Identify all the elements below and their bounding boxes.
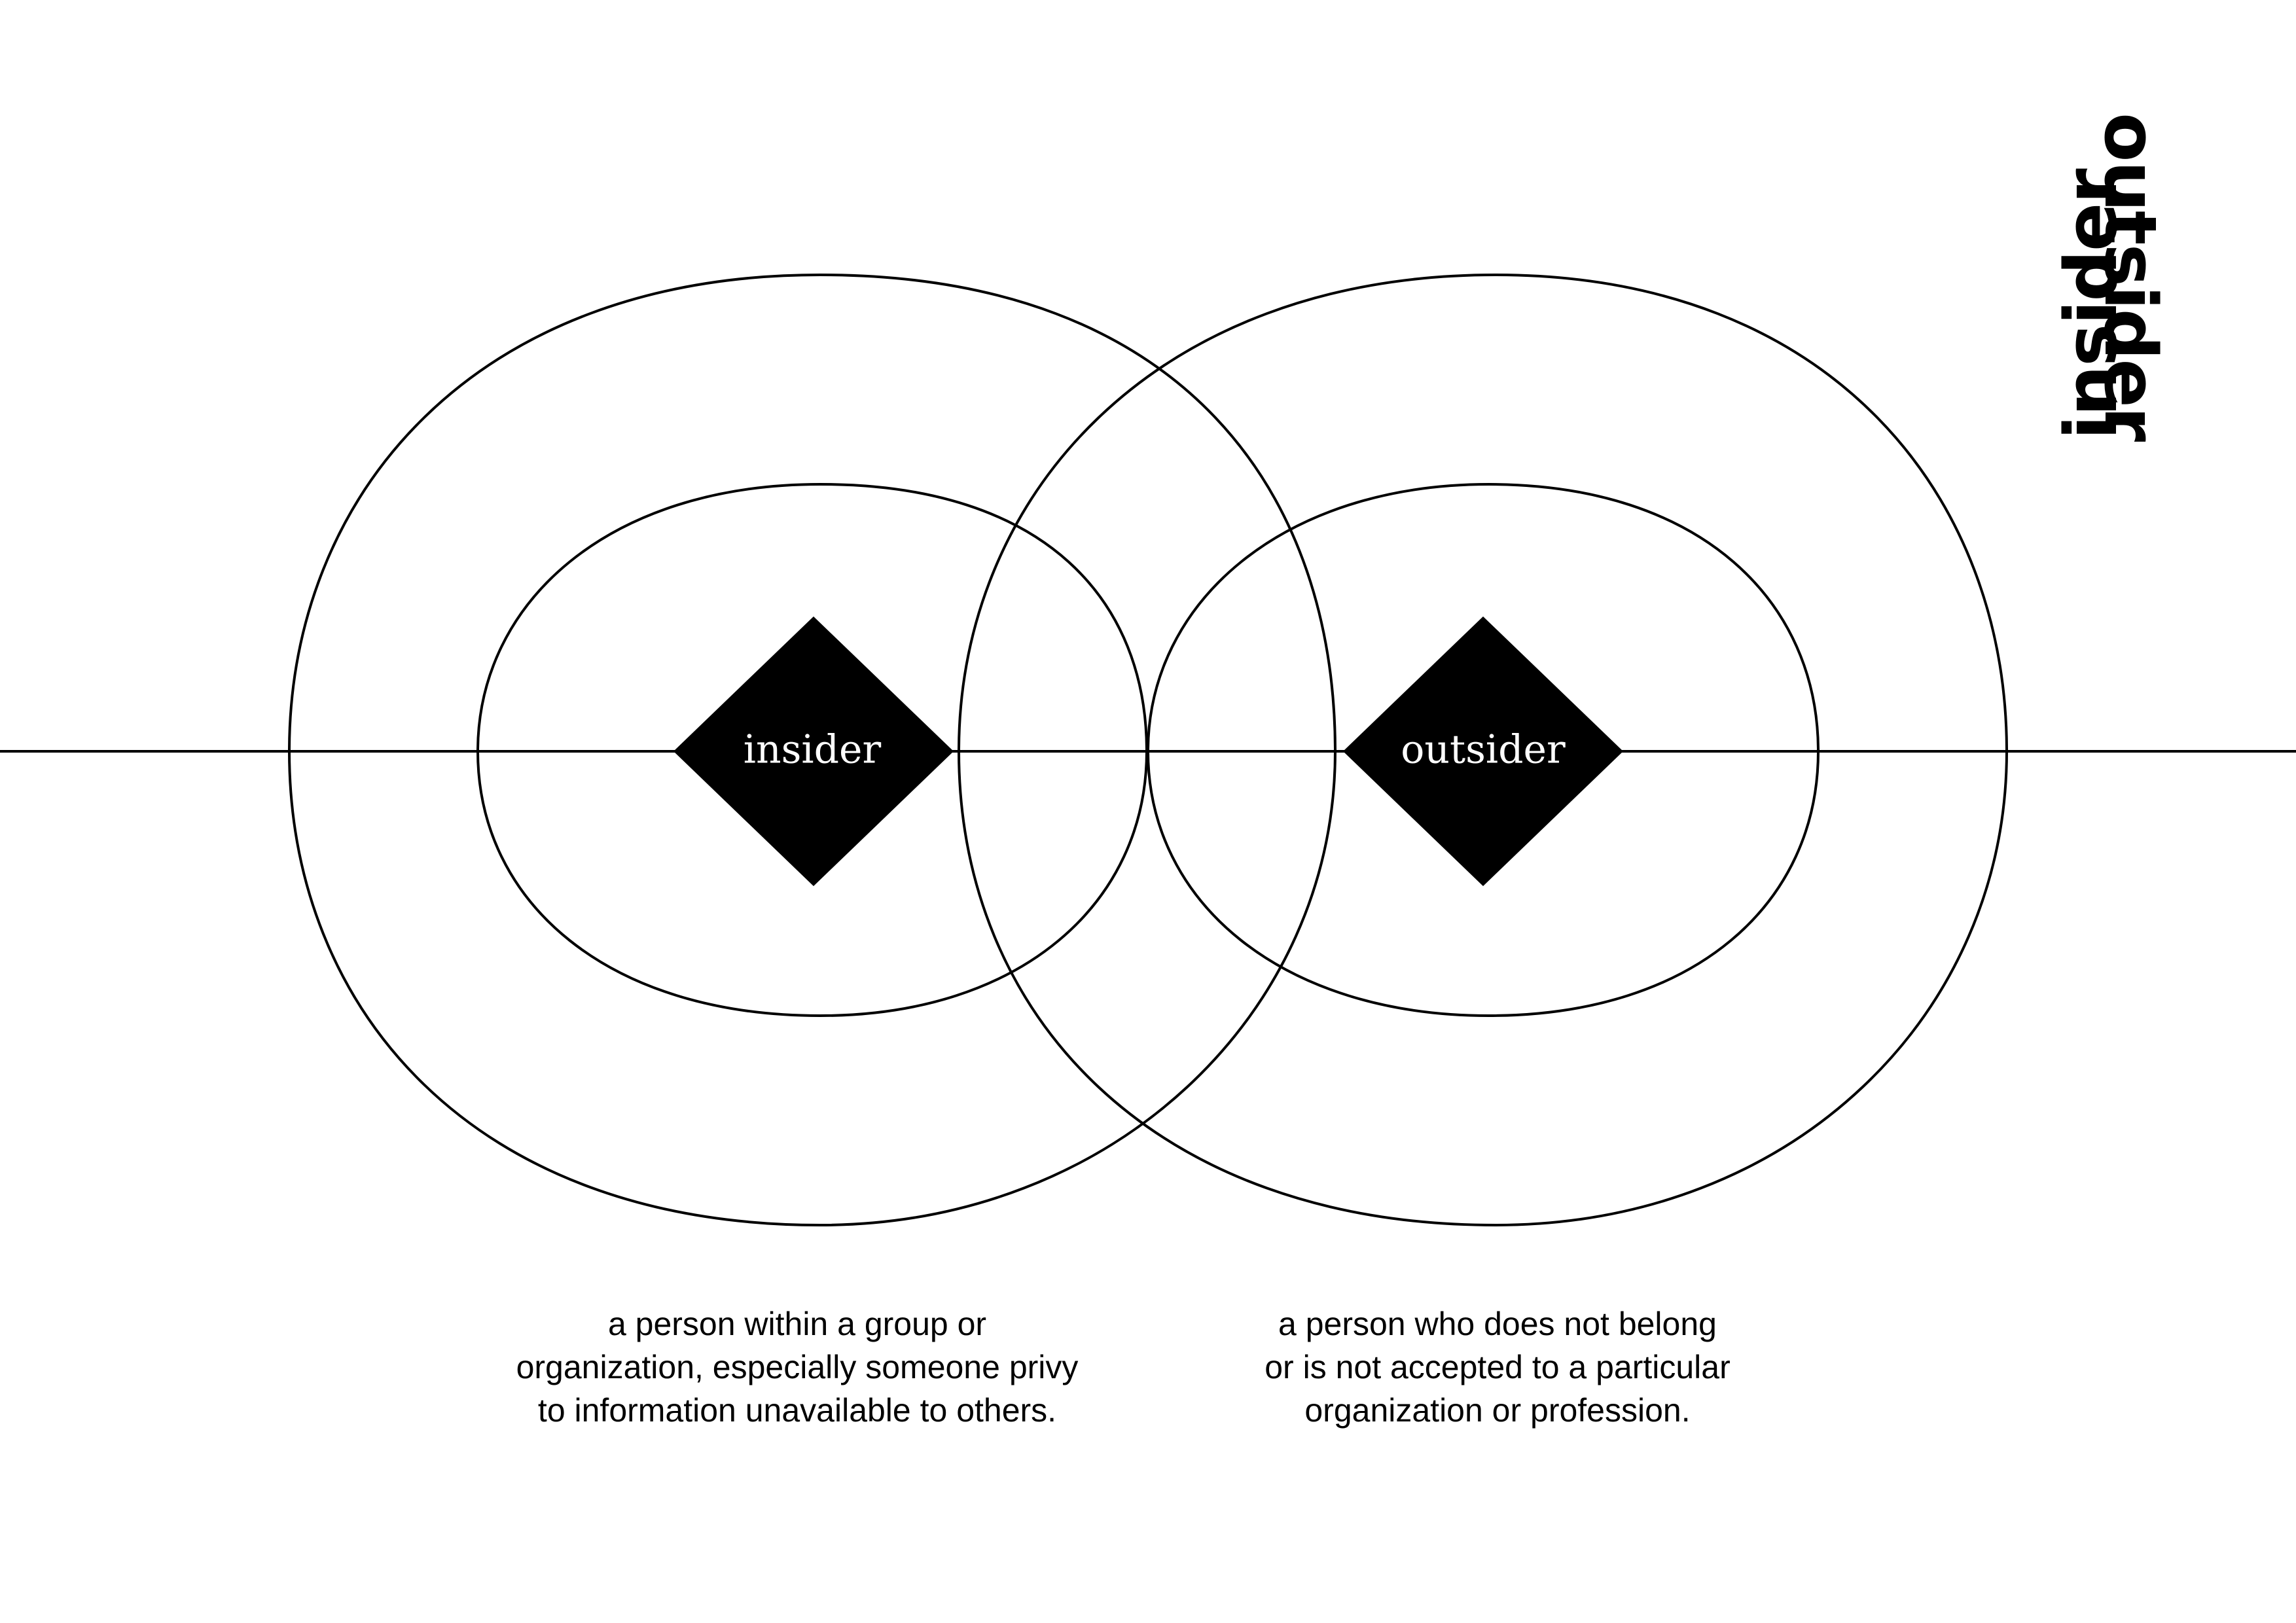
vertical-title-outsider: outsider xyxy=(2089,113,2172,441)
insider-definition-line: to information unavailable to others. xyxy=(537,1392,1057,1429)
outsider-definition-line: organization or profession. xyxy=(1304,1392,1691,1429)
insider-definition-line: a person within a group or xyxy=(607,1306,987,1342)
outsider-definition-line: or is not accepted to a particular xyxy=(1265,1349,1731,1385)
insider-definition: a person within a group or organization,… xyxy=(437,1302,1157,1432)
insider-definition-line: organization, especially someone privy xyxy=(516,1349,1079,1385)
outsider-diamond xyxy=(1343,616,1623,886)
outsider-diamond-label: outsider xyxy=(1401,727,1566,773)
insider-inner-ring xyxy=(476,482,1149,1018)
outsider-definition: a person who does not belong or is not a… xyxy=(1138,1302,1857,1432)
outsider-inner-ring xyxy=(1146,482,1820,1018)
outsider-outer-ring xyxy=(957,273,2009,1227)
insider-outer-ring xyxy=(287,273,1337,1227)
outsider-definition-line: a person who does not belong xyxy=(1278,1306,1717,1342)
insider-diamond xyxy=(673,616,954,886)
insider-diamond-label: insider xyxy=(744,727,882,773)
